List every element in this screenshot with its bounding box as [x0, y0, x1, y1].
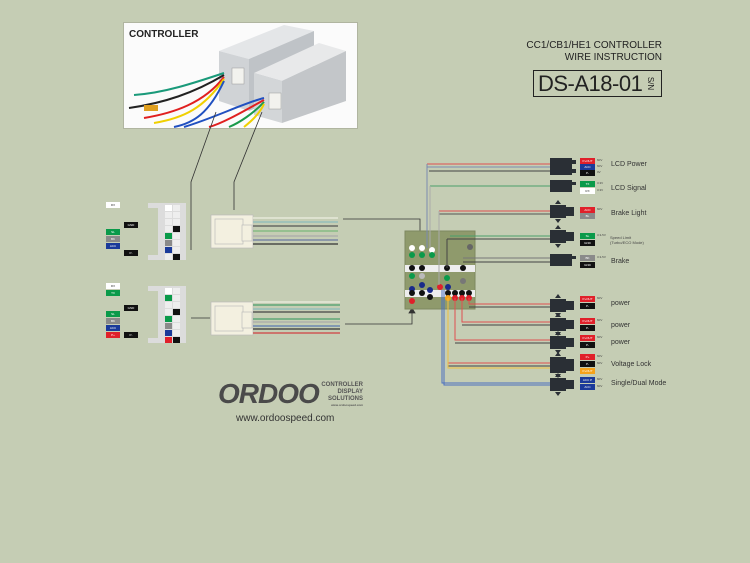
logo-tag-1: CONTROLLER [321, 382, 363, 388]
pin-label: P+OUT [580, 368, 595, 374]
pin-label: P- [580, 303, 595, 309]
pin-label: P+OUT [580, 318, 595, 324]
output-name: Brake Light [611, 210, 647, 217]
output-name: power [611, 300, 631, 307]
pin-label: SL [106, 311, 120, 317]
pin-label: TX [580, 181, 595, 187]
pin-label: RX [106, 202, 120, 208]
voltage-label: 60V [597, 354, 603, 358]
pin-label: BK [580, 255, 595, 261]
pin-label: P+OUT [580, 296, 595, 302]
controller-photo: CONTROLLER [123, 22, 358, 129]
pin-label: P- [124, 250, 138, 256]
diagram-title: CC1/CB1/HE1 CONTROLLER WIRE INSTRUCTION [500, 40, 662, 64]
pcb-board [404, 230, 476, 310]
voltage-label: 60V [597, 158, 603, 162]
controller-illustration [128, 25, 346, 128]
voltage-label: 60V [597, 377, 603, 381]
pin-label: P+ [580, 354, 595, 360]
voltage-label: 60V [597, 384, 603, 388]
title-line-2: WIRE INSTRUCTION [564, 52, 662, 63]
pin-label: SL [580, 233, 595, 239]
voltage-label: 60V [597, 335, 603, 339]
pin-label: GND [580, 262, 595, 268]
pin-label: SL [106, 229, 120, 235]
pin-label: TX [106, 290, 120, 296]
voltage-label: 60V [597, 164, 603, 168]
left-pin-header-bottom [148, 286, 186, 343]
voltage-label: 60V [597, 361, 603, 365]
voltage-label: 3.3-5V [597, 255, 606, 259]
pin-label: GND [124, 222, 138, 228]
pin-label: P+ [106, 332, 120, 338]
logo-tag-2: DISPLAY [337, 389, 363, 395]
pin-label: RX [580, 188, 595, 194]
logo-tag-3: SOLUTIONS [327, 396, 363, 402]
pin-label: GND [124, 305, 138, 311]
logo-brand: ORDOO [218, 378, 320, 409]
model-code: DS-A18-01 [538, 70, 643, 96]
output-name: LCD Power [611, 161, 647, 168]
ordoo-logo: ORDOO CONTROLLER DISPLAY SOLUTIONS www.o… [218, 378, 363, 410]
pin-label: P+OUT [580, 335, 595, 341]
pin-label: P+OUT [580, 158, 595, 164]
left-pin-header-top [148, 203, 186, 260]
output-subtitle: (Turbo/ECO Mode) [610, 240, 644, 245]
output-name: Brake [611, 258, 630, 265]
pin-label: P- [580, 361, 595, 367]
pin-label: ACC [106, 243, 120, 249]
pin-label: ACC [580, 384, 595, 390]
voltage-label: 60V [597, 207, 603, 211]
voltage-label: 3.3V [597, 181, 604, 185]
output-name: power [611, 322, 631, 329]
pin-label: ACC [106, 325, 120, 331]
pin-label: RX [106, 283, 120, 289]
output-name: Single/Dual Mode [611, 380, 667, 387]
pin-label: ACC P [580, 377, 595, 383]
pin-label: P- [580, 170, 595, 176]
voltage-label: 60V [597, 318, 603, 322]
output-name: Speed Limit [610, 235, 632, 240]
model-code-box: DS-A18-01 S/N [533, 70, 662, 97]
voltage-label: 0V [597, 170, 601, 174]
pin-label: P- [580, 325, 595, 331]
logo-tag-url: www.ordoospeed.com [331, 403, 363, 407]
output-name: power [611, 339, 631, 346]
pin-label: BK [106, 236, 120, 242]
pin-label: GND [580, 240, 595, 246]
plug-top [210, 214, 254, 249]
pin-label: P- [580, 342, 595, 348]
output-name: LCD Signal [611, 185, 647, 192]
pin-label: BK [106, 318, 120, 324]
voltage-label: 60V [597, 296, 603, 300]
title-line-1: CC1/CB1/HE1 CONTROLLER [526, 40, 662, 51]
plug-bottom [210, 301, 254, 336]
pin-label: ACC [580, 207, 595, 213]
controller-label: CONTROLLER [129, 29, 199, 40]
pin-label: P- [124, 332, 138, 338]
output-name: Voltage Lock [611, 361, 652, 368]
website-url[interactable]: www.ordoospeed.com [236, 413, 335, 424]
pin-label: ACC [580, 164, 595, 170]
voltage-label: 3.3V [597, 188, 604, 192]
pin-label: BL [580, 213, 595, 219]
voltage-label: 3.3-5V [597, 233, 606, 237]
